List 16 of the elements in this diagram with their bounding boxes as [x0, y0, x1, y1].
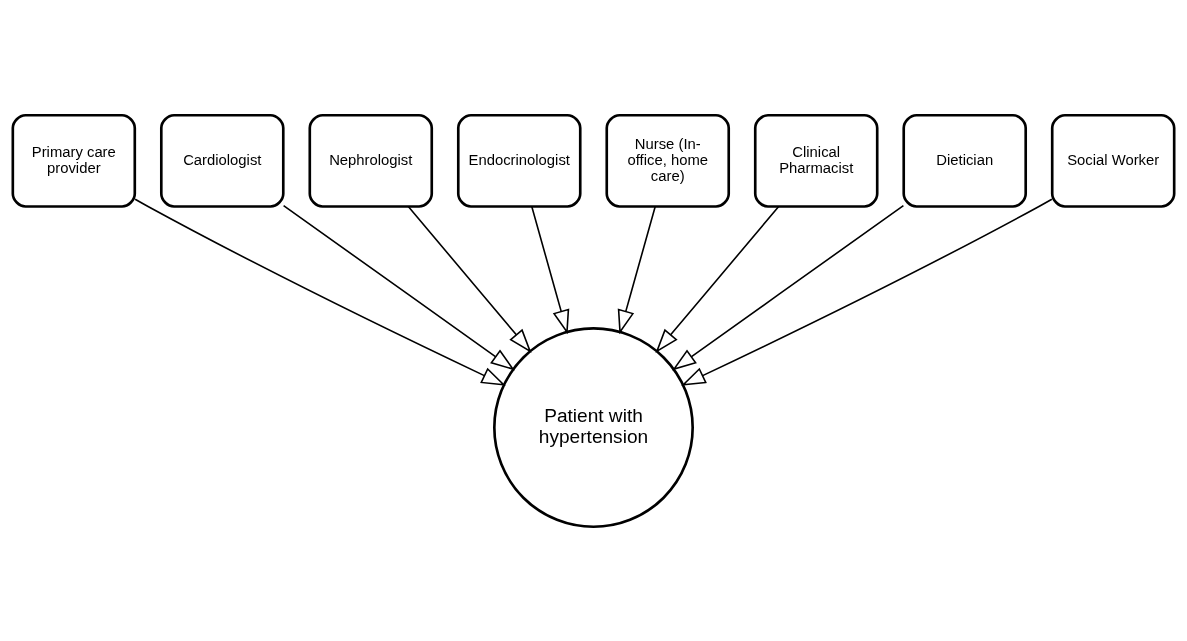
node-box: Dietician: [902, 113, 1028, 208]
arrow: [407, 205, 532, 353]
node-box: Social Worker: [1050, 113, 1176, 208]
node-box: Nephrologist: [308, 113, 434, 208]
arrow: [672, 204, 905, 370]
arrow: [530, 205, 570, 334]
node-box: Cardiologist: [159, 113, 285, 208]
node-box: Endocrinologist: [456, 113, 582, 208]
arrow: [282, 204, 515, 370]
arrow: [134, 197, 506, 386]
node-box: Primary care provider: [11, 113, 137, 208]
node-box: Clinical Pharmacist: [753, 113, 879, 208]
arrow: [617, 205, 657, 334]
node-box: Nurse (In-office, home care): [605, 113, 731, 208]
arrow: [655, 205, 780, 353]
arrow: [681, 197, 1053, 386]
